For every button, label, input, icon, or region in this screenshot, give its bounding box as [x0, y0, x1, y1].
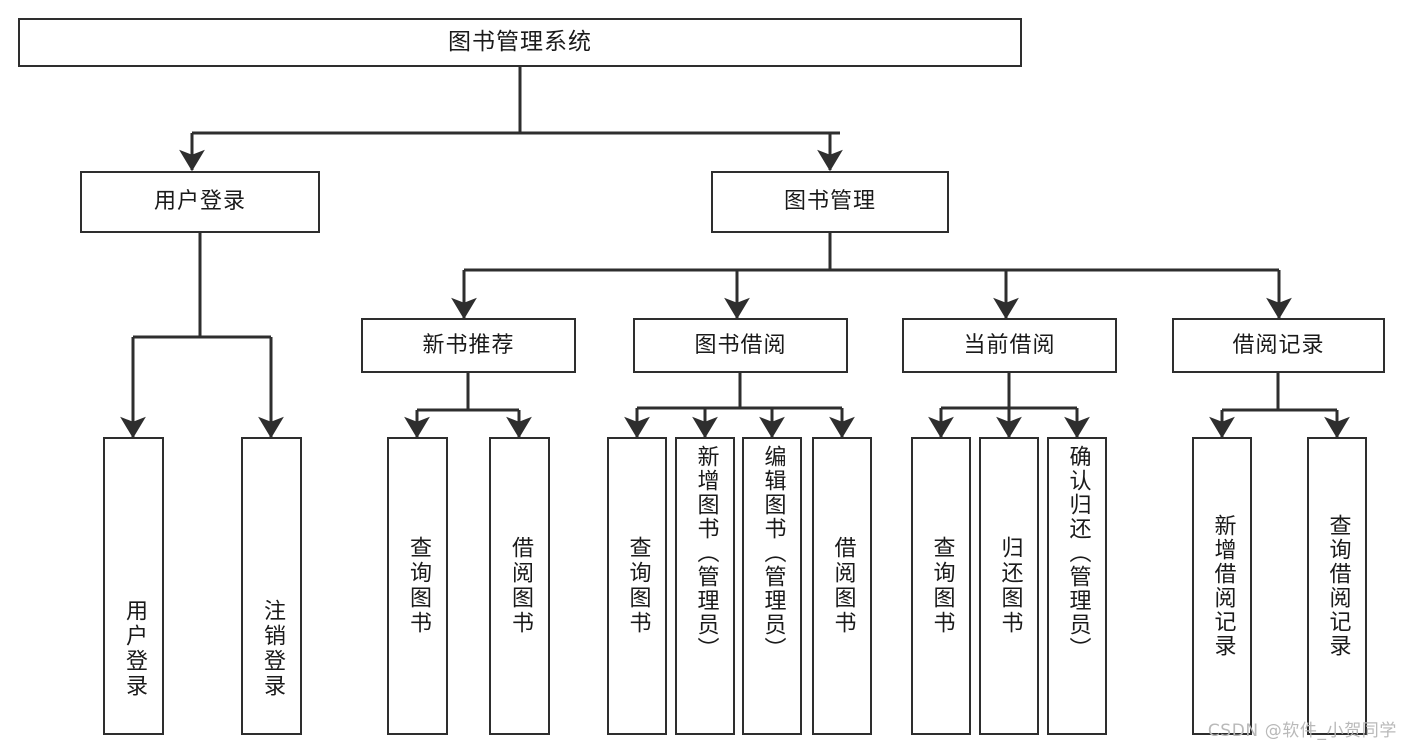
node-new-book-recommend[interactable]: 新书推荐	[361, 318, 576, 373]
leaf-record-query[interactable]: 查询借阅记录	[1307, 437, 1367, 735]
leaf-record-add[interactable]: 新增借阅记录	[1192, 437, 1252, 735]
node-new-book-recommend-label: 新书推荐	[422, 332, 515, 358]
node-root-label: 图书管理系统	[448, 29, 592, 56]
watermark-text: CSDN @软件_小贺同学	[1207, 721, 1397, 741]
leaf-user-login-logout[interactable]: 注销登录	[241, 437, 302, 735]
leaf-borrow-add-book-label: 新增图书（管理员）	[693, 445, 719, 661]
leaf-current-query-book[interactable]: 查询图书	[911, 437, 971, 735]
leaf-current-confirm-return-label: 确认归还（管理员）	[1065, 445, 1091, 661]
node-borrow-record[interactable]: 借阅记录	[1172, 318, 1385, 373]
leaf-borrow-query-book-label: 查询图书	[625, 536, 651, 636]
node-borrow-record-label: 借阅记录	[1232, 332, 1325, 358]
leaf-new-book-query-label: 查询图书	[405, 536, 431, 636]
node-book-borrow[interactable]: 图书借阅	[633, 318, 848, 373]
leaf-current-return-book-label: 归还图书	[997, 536, 1023, 636]
leaf-current-confirm-return[interactable]: 确认归还（管理员）	[1047, 437, 1107, 735]
leaf-borrow-edit-book-label: 编辑图书（管理员）	[760, 445, 786, 661]
leaf-new-book-borrow-label: 借阅图书	[507, 536, 533, 636]
leaf-user-login-logout-label: 注销登录	[259, 599, 285, 699]
leaf-borrow-query-book[interactable]: 查询图书	[607, 437, 667, 735]
node-book-management[interactable]: 图书管理	[711, 171, 949, 233]
leaf-record-add-label: 新增借阅记录	[1210, 514, 1236, 658]
leaf-user-login-login-label: 用户登录	[121, 599, 147, 699]
node-user-login[interactable]: 用户登录	[80, 171, 320, 233]
leaf-current-query-book-label: 查询图书	[929, 536, 955, 636]
node-current-borrow[interactable]: 当前借阅	[902, 318, 1117, 373]
leaf-borrow-edit-book[interactable]: 编辑图书（管理员）	[742, 437, 802, 735]
leaf-new-book-query[interactable]: 查询图书	[387, 437, 448, 735]
leaf-record-query-label: 查询借阅记录	[1325, 514, 1351, 658]
node-current-borrow-label: 当前借阅	[963, 332, 1056, 358]
node-book-management-label: 图书管理	[783, 189, 876, 215]
node-root[interactable]: 图书管理系统	[18, 18, 1022, 67]
leaf-borrow-borrow-book[interactable]: 借阅图书	[812, 437, 872, 735]
leaf-borrow-add-book[interactable]: 新增图书（管理员）	[675, 437, 735, 735]
leaf-current-return-book[interactable]: 归还图书	[979, 437, 1039, 735]
leaf-new-book-borrow[interactable]: 借阅图书	[489, 437, 550, 735]
node-book-borrow-label: 图书借阅	[694, 332, 787, 358]
leaf-user-login-login[interactable]: 用户登录	[103, 437, 164, 735]
node-user-login-label: 用户登录	[153, 189, 246, 215]
leaf-borrow-borrow-book-label: 借阅图书	[830, 536, 856, 636]
